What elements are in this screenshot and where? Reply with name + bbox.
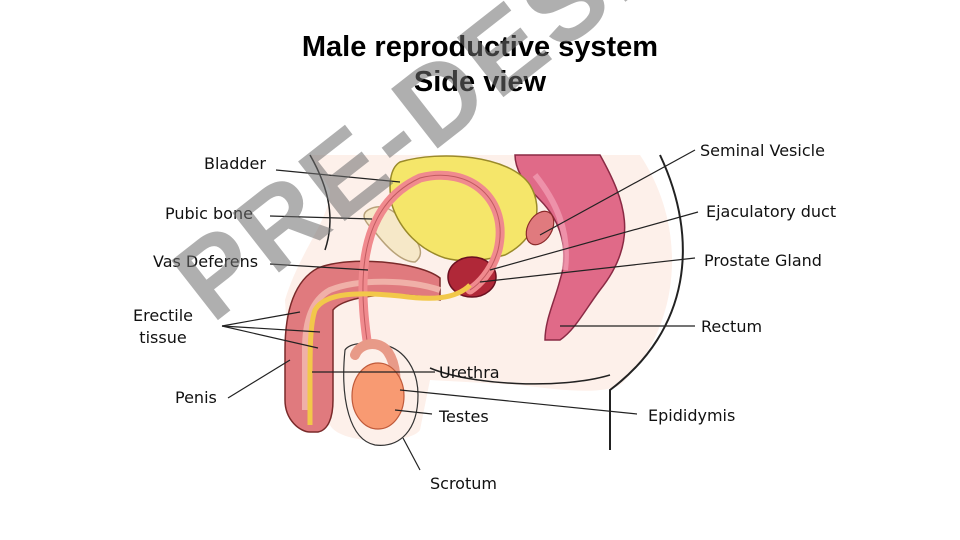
label-erectile-line2: tissue: [139, 328, 187, 347]
leader-vas-deferens: [269, 263, 369, 271]
leader-erectile-1: [221, 311, 301, 327]
leader-scrotum: [402, 437, 421, 471]
label-rectum: Rectum: [701, 317, 763, 336]
label-urethra: Urethra: [439, 363, 500, 382]
label-vas-deferens: Vas Deferens: [153, 252, 259, 271]
seminal-vesicle: [525, 210, 555, 246]
label-pubic-bone: Pubic bone: [165, 204, 253, 223]
erectile-tissue: [302, 278, 441, 410]
label-epididymis: Epididymis: [648, 406, 736, 425]
leader-epididymis: [399, 389, 638, 415]
leader-erectile-3: [221, 325, 319, 349]
back-outline: [609, 154, 684, 450]
label-erectile-line1: Erectile: [133, 306, 193, 325]
leader-lines: [221, 149, 699, 471]
urethra: [307, 283, 472, 425]
diagram-subtitle: Side view: [413, 66, 547, 98]
leader-seminal-vesicle: [539, 149, 696, 236]
label-testes: Testes: [439, 407, 489, 426]
leader-penis: [227, 359, 291, 399]
diagram-title: Male reproductive system: [301, 31, 659, 63]
leader-prostate: [479, 257, 696, 283]
label-seminal-vesicle: Seminal Vesicle: [700, 141, 825, 160]
label-erectile-tissue: Erectile tissue: [133, 305, 193, 349]
leader-erectile-2: [221, 325, 321, 333]
testis: [351, 362, 405, 430]
prostate-gland: [447, 256, 497, 298]
label-scrotum: Scrotum: [430, 474, 497, 493]
label-bladder: Bladder: [204, 154, 266, 173]
leader-pubic-bone: [269, 215, 373, 220]
front-outline: [309, 154, 331, 251]
perineum-outline: [429, 367, 611, 385]
leader-testes: [394, 409, 433, 415]
label-prostate-gland: Prostate Gland: [704, 251, 822, 270]
leader-ejaculatory-duct: [489, 211, 699, 271]
label-penis: Penis: [175, 388, 217, 407]
leader-bladder: [275, 169, 401, 183]
label-ejaculatory-duct: Ejaculatory duct: [706, 202, 837, 221]
